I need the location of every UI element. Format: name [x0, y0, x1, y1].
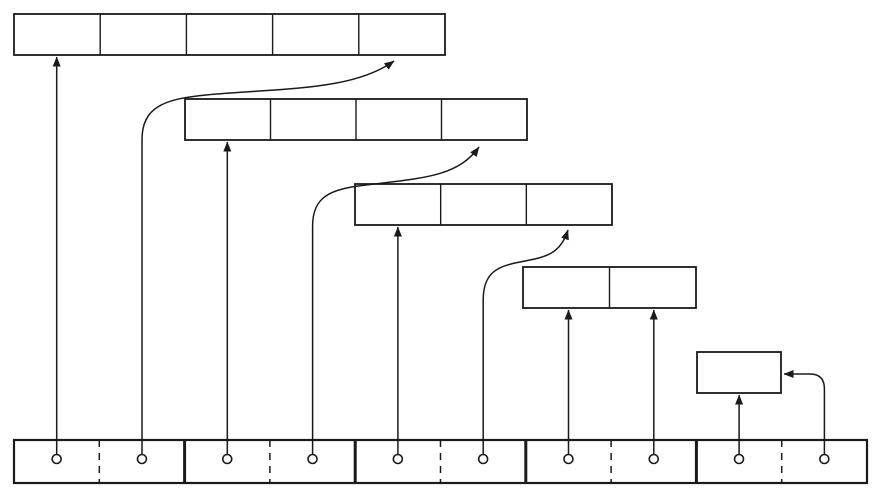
block-3-outline [354, 183, 613, 226]
pointer-dot-2 [136, 453, 148, 465]
pointer-dot-1 [51, 453, 62, 465]
array-block-4 [184, 98, 528, 141]
pointer-dot-7 [563, 453, 574, 465]
block-1-outline [696, 351, 782, 394]
pointer-dot-5 [392, 453, 404, 465]
pointer-dot-4 [307, 453, 318, 465]
array-block-5 [13, 13, 446, 56]
pointer-array [12, 438, 869, 485]
array-block-3 [354, 183, 613, 226]
pointer-dot-10 [819, 453, 830, 465]
block-5-outline [13, 13, 446, 56]
pointer-dot-8 [648, 453, 660, 465]
array-block-2 [522, 266, 697, 309]
arrow-10 [783, 370, 826, 454]
pointer-array-outline [12, 438, 869, 485]
arrow-4 [311, 146, 480, 454]
array-block-1 [696, 351, 782, 394]
pointer-dot-9 [733, 453, 745, 465]
arrow-6 [482, 229, 569, 454]
pointer-dot-3 [221, 453, 233, 465]
arrow-2 [141, 60, 395, 454]
pointer-dot-6 [477, 453, 489, 465]
